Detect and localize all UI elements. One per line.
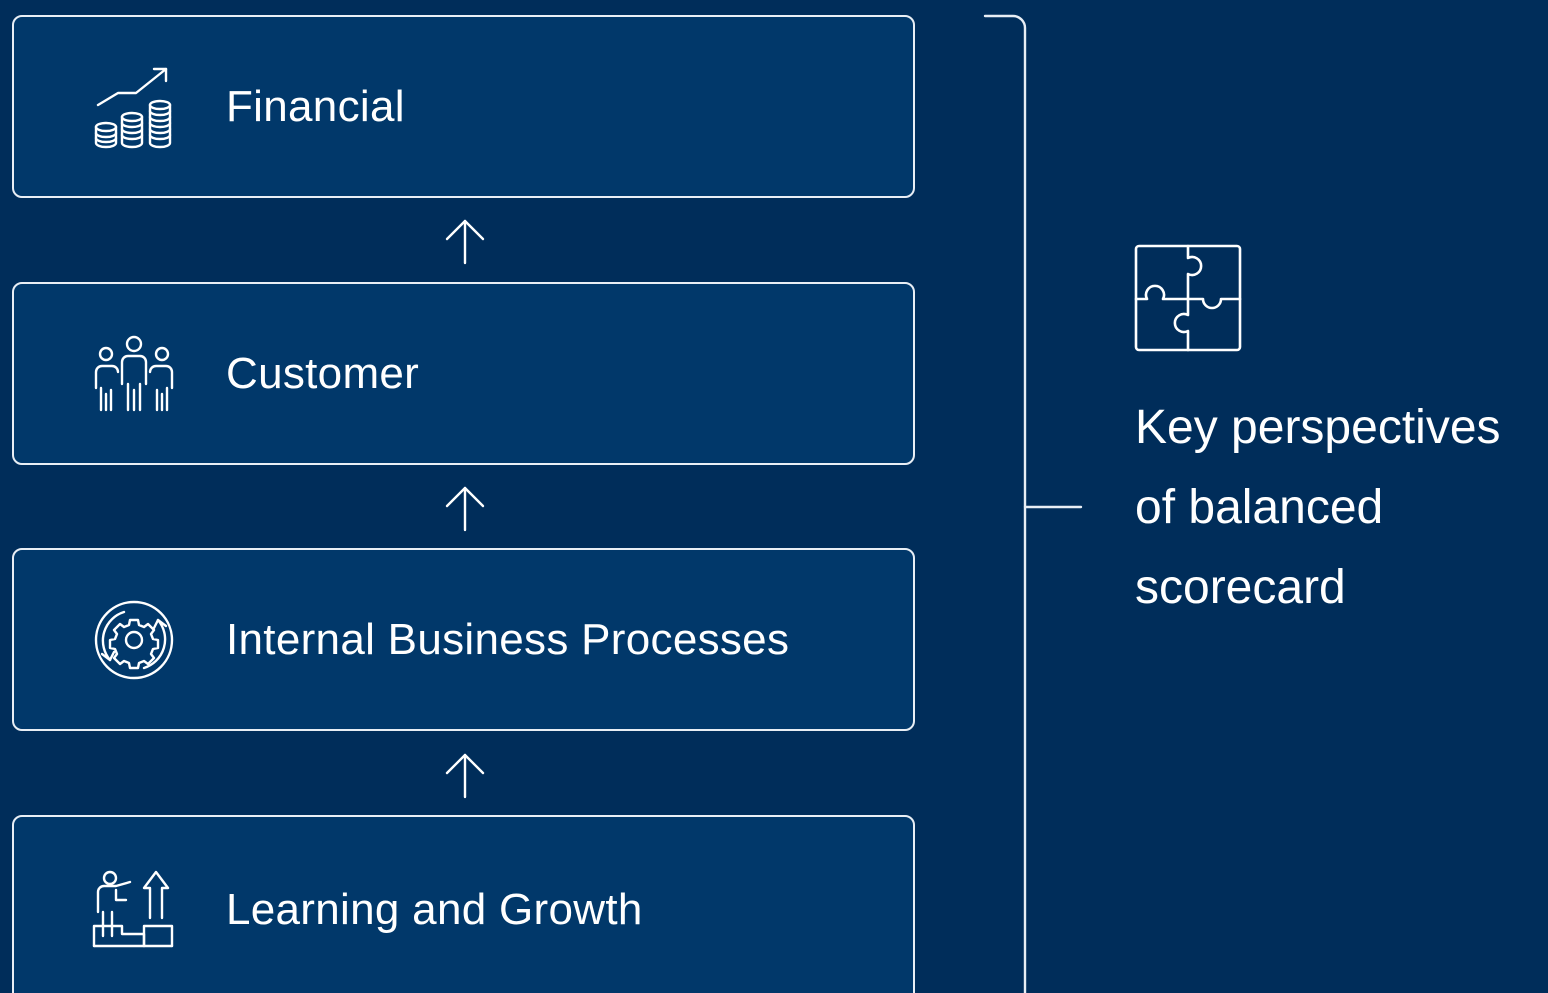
- perspective-box-customer: Customer: [12, 282, 915, 465]
- perspective-box-learning-growth: Learning and Growth: [12, 815, 915, 993]
- up-arrow-icon: [443, 217, 487, 265]
- customers-group-icon: [92, 332, 176, 416]
- process-gear-cycle-icon: [92, 598, 176, 682]
- learning-steps-icon: [92, 868, 176, 952]
- puzzle-icon: [1133, 243, 1243, 353]
- caption-line: Key perspectives: [1135, 401, 1501, 454]
- caption-line: of balanced: [1135, 481, 1384, 534]
- growth-coins-icon: [92, 65, 176, 149]
- grouping-bracket: [983, 14, 1085, 993]
- perspective-label: Customer: [226, 348, 420, 398]
- perspective-box-internal-processes: Internal Business Processes: [12, 548, 915, 731]
- perspective-label: Learning and Growth: [226, 885, 643, 934]
- up-arrow-icon: [443, 484, 487, 532]
- perspective-label: Financial: [226, 81, 405, 131]
- perspective-label: Internal Business Processes: [226, 614, 790, 664]
- up-arrow-icon: [443, 751, 487, 799]
- caption-line: scorecard: [1135, 561, 1346, 614]
- perspective-box-financial: Financial: [12, 15, 915, 198]
- scorecard-caption: Key perspectives of balanced scorecard: [1135, 388, 1545, 628]
